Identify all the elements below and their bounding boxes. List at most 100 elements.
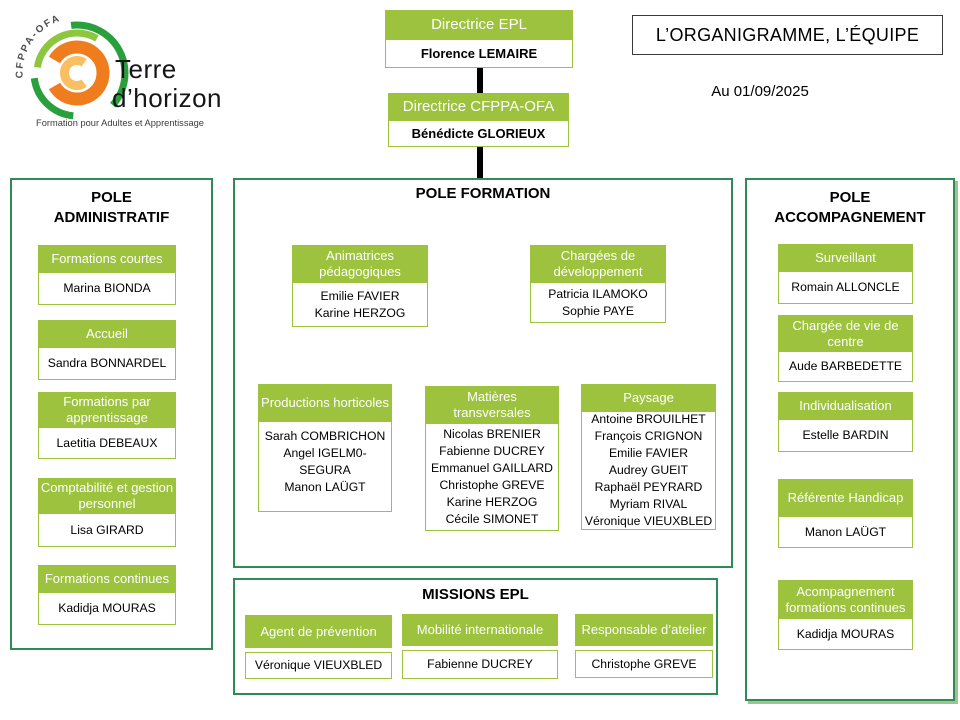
brand-name-line1: Terre [115, 54, 177, 84]
pole-title: POLE FORMATION [415, 185, 551, 202]
role-header: Formations courtes [38, 245, 176, 273]
role-members: Marina BIONDA [38, 273, 176, 305]
role-members: Nicolas BRENIER Fabienne DUCREY Emmanuel G… [425, 424, 559, 531]
role-members: Lisa GIRARD [38, 514, 176, 547]
person-name: Laetitia DEBEAUX [56, 435, 158, 450]
role-header: Formations continues [38, 565, 176, 593]
person-name: Lisa GIRARD [70, 522, 144, 537]
role-box-directrice-cfppa: Directrice CFPPA-OFA Bénédicte GLORIEUX [388, 93, 569, 147]
person-name: Raphaël PEYRARD [594, 480, 703, 494]
role-header: Référente Handicap [778, 479, 913, 517]
brand-name-line2: d’horizon [112, 83, 223, 113]
person-name: Sandra BONNARDEL [47, 356, 167, 370]
role-box: Agent de prévention Véronique VIEUXBLED [245, 615, 392, 679]
connector-line [477, 147, 483, 179]
logo-tagline: Formation pour Adultes et Apprentissage [36, 118, 204, 128]
person-name: Cécile SIMONET [445, 512, 539, 526]
person-name: Véronique VIEUXBLED [584, 514, 713, 528]
role-members: Manon LAÜGT [778, 517, 913, 548]
role-members: Fabienne DUCREY [402, 650, 558, 679]
person-name: Karine HERZOG [446, 495, 538, 509]
role-members: Aude BARBEDETTE [778, 352, 913, 382]
pole-accompagnement: POLE ACCOMPAGNEMENT Surveillant Romain A… [745, 178, 955, 701]
role-header: Comptabilité et gestion personnel [38, 478, 176, 514]
role-members: Kadidja MOURAS [778, 619, 913, 650]
pole-administratif: POLE ADMINISTRATIF Formations courtes Ma… [10, 178, 213, 650]
role-box: Responsable d’atelier Christophe GREVE [575, 614, 713, 678]
person-name: Christophe GREVE [439, 478, 545, 492]
role-box: Accueil Sandra BONNARDEL [38, 320, 176, 380]
person-name: Fabienne DUCREY [439, 444, 545, 458]
role-box: Matières transversales Nicolas BRENIER Fa… [425, 386, 559, 531]
person-name: Kadidja MOURAS [58, 601, 156, 615]
logo: CFPPA-OFA Terre d’horizon Formation pour… [15, 10, 225, 138]
date-label: Au 01/09/2025 [711, 83, 809, 100]
person-name: Manon LAÜGT [284, 480, 366, 494]
person-name: Antoine BROUILHET [591, 412, 706, 426]
person-name: Romain ALLONCLE [791, 280, 900, 294]
pole-title: POLE ADMINISTRATIF [53, 189, 170, 226]
person-name: Manon LAÜGT [804, 524, 887, 539]
role-header: Chargée de vie de centre [778, 315, 913, 352]
role-members: Emilie FAVIER Karine HERZOG [292, 283, 428, 327]
person-name: Kadidja MOURAS [796, 626, 895, 641]
role-header: Paysage [581, 384, 716, 412]
person-name: Angel IGELM0-SEGURA [283, 446, 367, 477]
role-members: Christophe GREVE [575, 650, 713, 678]
role-header: Chargées de développement [530, 245, 666, 283]
ring-light-green-icon [33, 29, 99, 69]
role-members: Florence LEMAIRE [385, 40, 573, 68]
role-members: Véronique VIEUXBLED [245, 652, 392, 679]
pole-title: POLE ACCOMPAGNEMENT [774, 189, 926, 226]
role-box: Comptabilité et gestion personnel Lisa G… [38, 478, 176, 547]
svg-text:CFPPA-OFA: CFPPA-OFA [15, 13, 63, 79]
person-name: Marina BIONDA [63, 281, 151, 295]
person-name: Karine HERZOG [314, 305, 406, 320]
person-name: Emilie FAVIER [320, 288, 400, 303]
role-header: Accueil [38, 320, 176, 348]
connector-line [477, 68, 483, 94]
role-box: Paysage Antoine BROUILHET François CRIGNO… [581, 384, 716, 530]
person-name: Myriam RIVAL [609, 497, 688, 511]
role-box: Chargées de développement Patricia ILAMO… [530, 245, 666, 323]
role-header: Matières transversales [425, 386, 559, 424]
role-box: Chargée de vie de centre Aude BARBEDETTE [778, 315, 913, 382]
person-name: Emmanuel GAILLARD [431, 461, 553, 475]
role-header: Acompagnement formations continues [778, 580, 913, 619]
person-name: Fabienne DUCREY [427, 657, 533, 671]
role-header: Responsable d’atelier [575, 614, 713, 646]
role-box: Formations par apprentissage Laetitia DE… [38, 392, 176, 459]
pole-formation: POLE FORMATION Animatrices pédagogiques … [233, 178, 733, 568]
role-members: Bénédicte GLORIEUX [388, 121, 569, 147]
role-members: Patricia ILAMOKO Sophie PAYE [530, 283, 666, 323]
pole-missions-epl: MISSIONS EPL Agent de prévention Véroniq… [233, 578, 718, 695]
role-members: Estelle BARDIN [778, 420, 913, 452]
role-members: Sandra BONNARDEL [38, 348, 176, 380]
role-box: Surveillant Romain ALLONCLE [778, 244, 913, 304]
person-name: Sophie PAYE [561, 303, 635, 318]
logo-rings-icon: CFPPA-OFA [15, 13, 129, 120]
person-name: Florence LEMAIRE [420, 46, 538, 61]
role-box: Mobilité internationale Fabienne DUCREY [402, 614, 558, 679]
role-header: Animatrices pédagogiques [292, 245, 428, 283]
role-box: Individualisation Estelle BARDIN [778, 392, 913, 452]
page-title: L’ORGANIGRAMME, L’ÉQUIPE [632, 15, 943, 55]
role-header: Directrice EPL [385, 10, 573, 40]
role-box: Formations continues Kadidja MOURAS [38, 565, 176, 625]
role-header: Productions horticoles [258, 384, 392, 422]
person-name: Emilie FAVIER [608, 446, 688, 460]
person-name: Estelle BARDIN [802, 428, 889, 442]
role-header: Mobilité internationale [402, 614, 558, 646]
ring-pale-orange-icon [60, 56, 87, 90]
person-name: Audrey GUEIT [608, 463, 689, 477]
ring-outer-green-icon [70, 21, 129, 108]
role-box-directrice-epl: Directrice EPL Florence LEMAIRE [385, 10, 573, 68]
person-name: Nicolas BRENIER [443, 427, 541, 441]
person-name: Patricia ILAMOKO [548, 286, 648, 301]
role-header: Individualisation [778, 392, 913, 420]
role-members: Antoine BROUILHET François CRIGNON Emilie … [581, 412, 716, 530]
person-name: François CRIGNON [594, 429, 703, 443]
role-members: Laetitia DEBEAUX [38, 428, 176, 459]
